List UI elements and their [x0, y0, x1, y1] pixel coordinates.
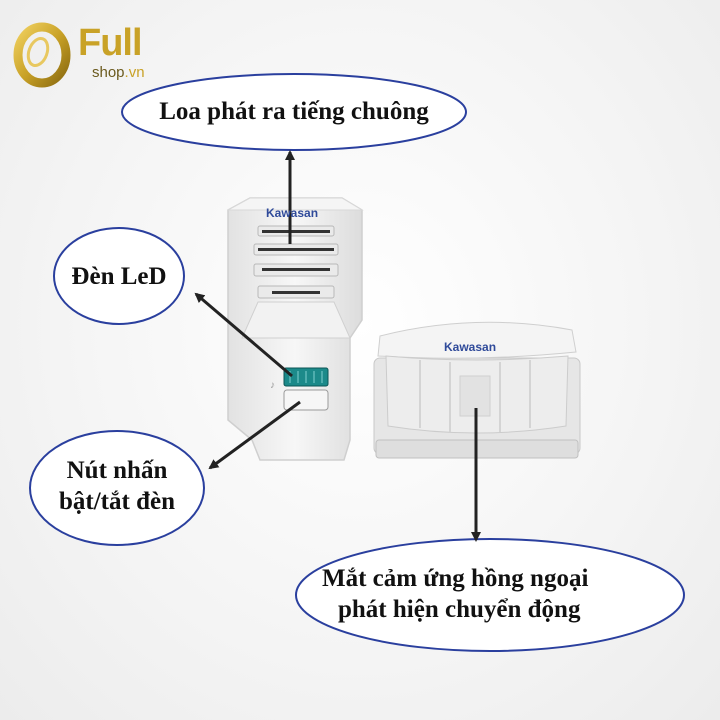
- speaker-callout-text: Loa phát ra tiếng chuông: [159, 98, 429, 125]
- sensor-brand-label: Kawasan: [444, 340, 497, 354]
- button-callout-line2: bật/tắt đèn: [59, 488, 175, 516]
- led-callout-ellipse: [53, 227, 185, 325]
- logo-mark: [13, 22, 71, 88]
- svg-text:♪: ♪: [270, 380, 275, 391]
- sensor-callout-text: Mắt cảm ứng hồng ngoại phát hiện chuyển …: [316, 563, 664, 626]
- sensor-callout-ellipse: [295, 538, 685, 652]
- logo-name-big: Full: [78, 22, 143, 64]
- sensor-callout-line2: phát hiện chuyển động: [338, 596, 581, 624]
- sensor-callout-line1: Mắt cảm ứng hồng ngoại: [322, 565, 589, 592]
- receiver-unit: ♪: [227, 197, 364, 461]
- button-arrow: [208, 400, 301, 470]
- led-callout-text: Đèn LeD: [71, 263, 167, 290]
- button-callout-text: Nút nhấn bật/tắt đèn: [37, 455, 197, 518]
- light-toggle-button: [283, 389, 329, 411]
- button-callout-ellipse: [29, 430, 205, 546]
- led-arrow: [194, 292, 293, 378]
- logo-domain-suffix: .vn: [124, 64, 145, 81]
- button-callout-line1: Nút nhấn: [66, 457, 168, 484]
- logo-shop-word: shop: [92, 64, 125, 81]
- receiver-brand-label: Kawasan: [266, 206, 319, 220]
- logo-name-small: shop.vn: [92, 64, 145, 81]
- speaker-grille: [253, 225, 339, 299]
- motion-sensor-unit: [373, 321, 581, 459]
